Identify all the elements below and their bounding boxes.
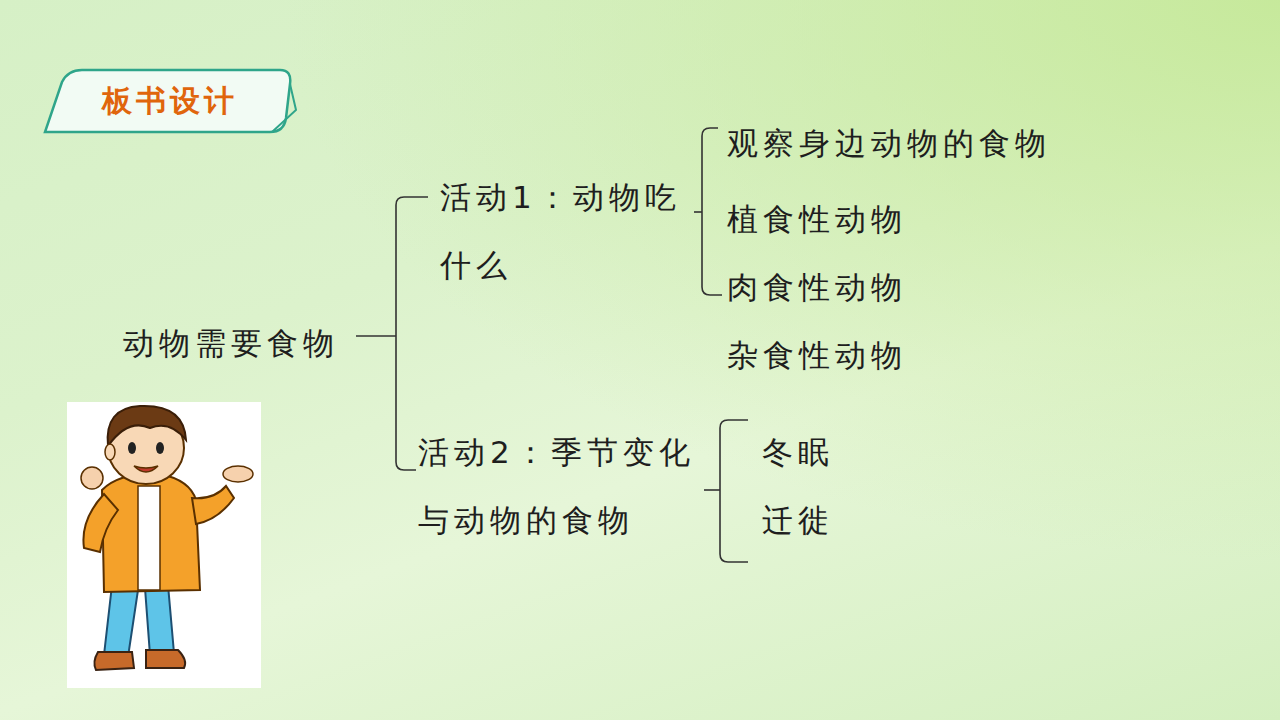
branch-item: 植食性动物 [727,185,907,253]
boy-illustration [67,402,261,688]
activity-heading: 活动2：季节变化与动物的食物 [418,418,708,554]
branch-item: 迁徙 [762,486,834,554]
branch-item: 冬眠 [762,418,834,486]
branch-item: 肉食性动物 [727,253,907,321]
title-tab-accent [272,84,296,132]
title-tab [45,70,290,132]
branch-item: 杂食性动物 [727,321,907,389]
root-topic: 动物需要食物 [123,309,339,377]
title: 板书设计 [102,81,238,121]
branch-item: 观察身边动物的食物 [727,109,1051,177]
brackets [356,128,748,562]
activity-heading: 活动1：动物吃什么 [440,163,692,299]
